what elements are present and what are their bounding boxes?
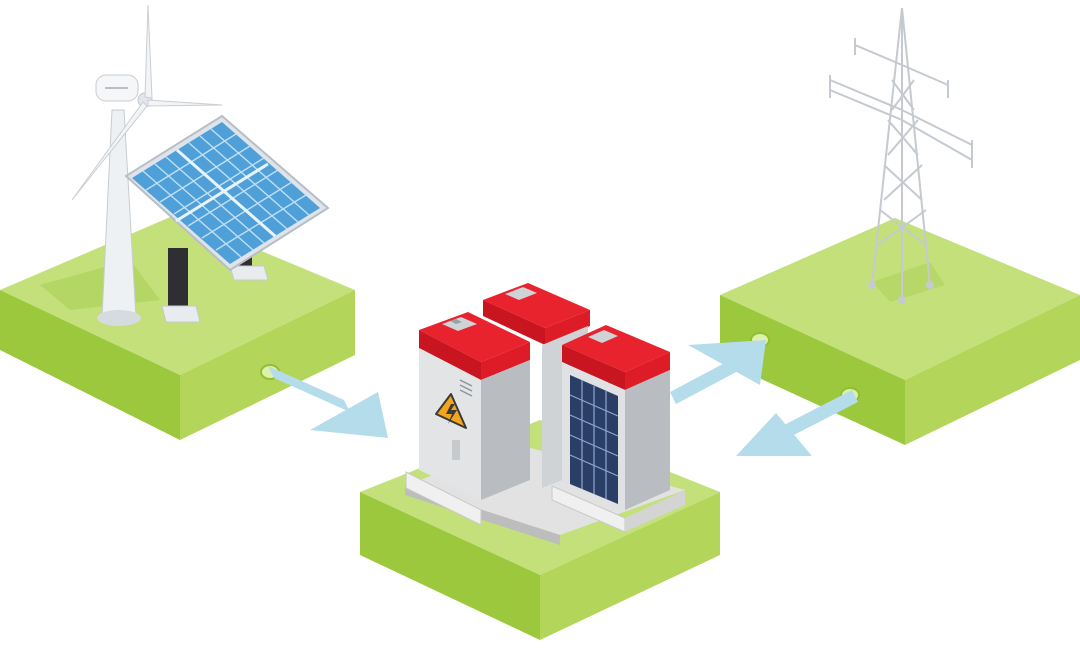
power-grid-platform [720, 218, 1080, 445]
battery-cabinet-right [551, 325, 685, 533]
wind-turbine-icon [71, 4, 223, 326]
flow-arrow-storage-to-grid [670, 340, 766, 404]
flow-arrow-grid-to-storage [736, 390, 858, 456]
transmission-tower-icon [829, 7, 973, 304]
flow-arrow-source-to-storage [268, 366, 388, 438]
high-voltage-warning-icon [435, 393, 467, 429]
solar-panel-icon [124, 114, 330, 323]
battery-cabinet-icon [405, 312, 530, 526]
